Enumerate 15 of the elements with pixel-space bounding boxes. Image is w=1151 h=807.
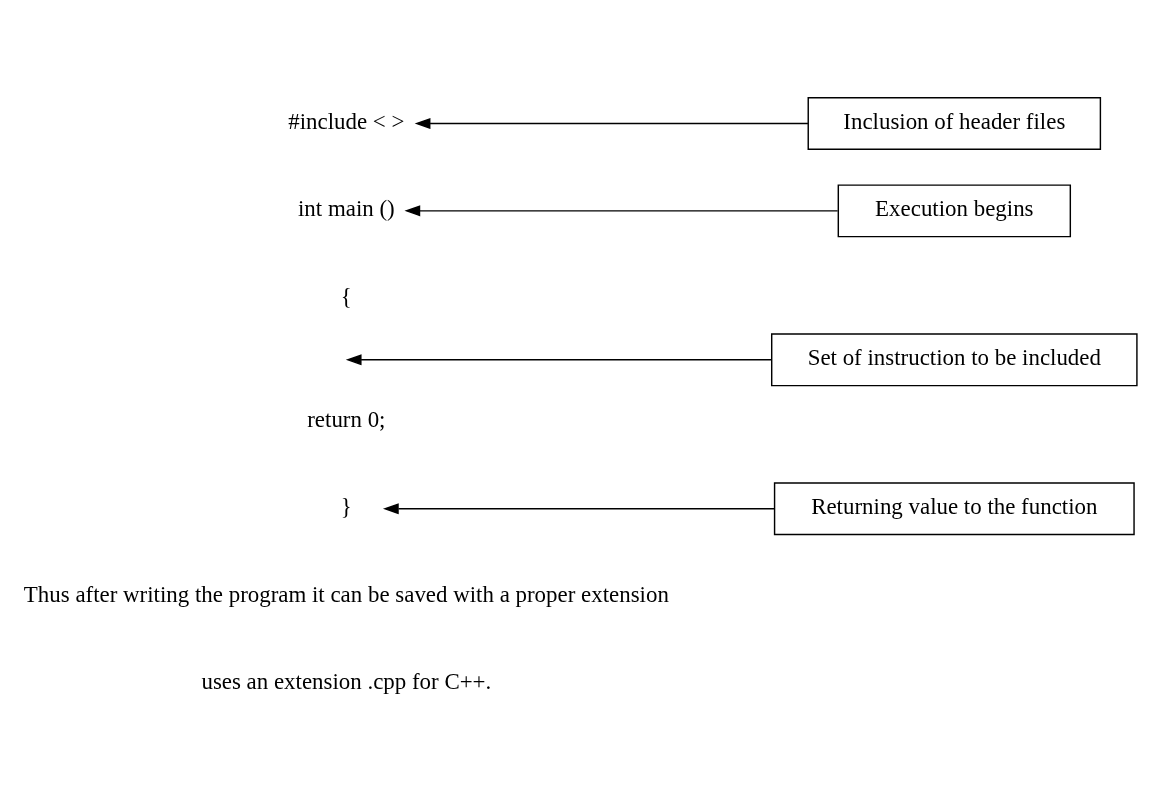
- node-box: Set of instruction to be included: [771, 333, 1138, 387]
- node-text: int main (): [298, 196, 395, 222]
- label: uses an extension .cpp for C++.: [201, 668, 492, 694]
- node-text: }: [340, 494, 352, 520]
- node-box: Inclusion of header files: [807, 97, 1102, 150]
- label: return 0;: [307, 406, 386, 432]
- label: Thus after writing the program it can be saved with a proper extension: [23, 581, 669, 607]
- label: {: [340, 283, 352, 309]
- node-text: #include < >: [288, 108, 405, 134]
- arrow: [382, 503, 775, 515]
- arrow: [404, 205, 839, 217]
- arrow: [345, 354, 773, 366]
- arrow: [414, 118, 809, 130]
- node-box: Execution begins: [837, 184, 1072, 238]
- node-box: Returning value to the function: [773, 482, 1135, 536]
